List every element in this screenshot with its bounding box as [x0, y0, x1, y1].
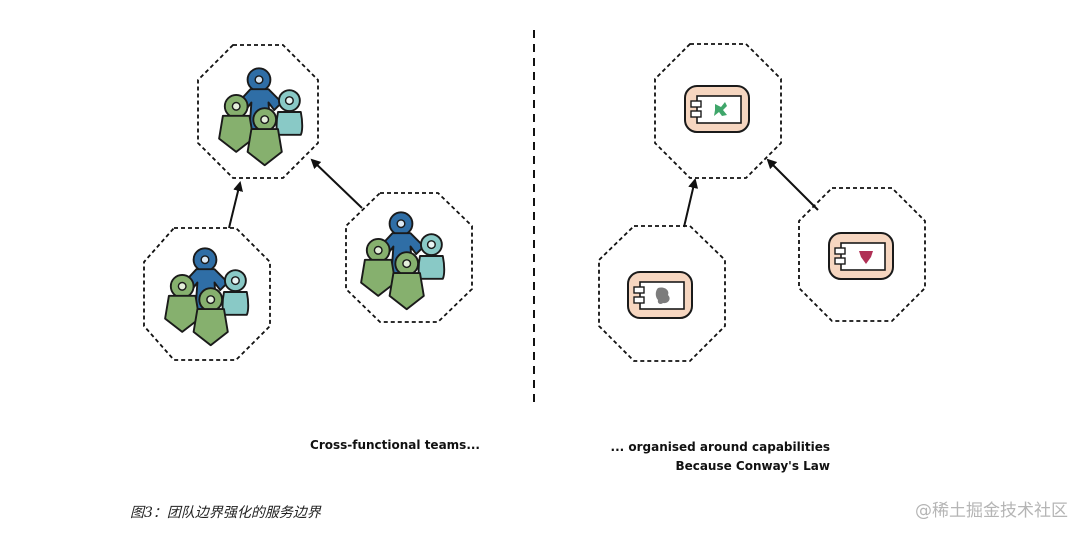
service-gray-shape-icon [655, 287, 670, 304]
team-of-people-icon [164, 247, 250, 347]
service-component-icon [627, 271, 693, 319]
service-octagon-top [654, 43, 782, 179]
arrow-left-bottom-to-top [228, 181, 243, 229]
team-of-people-icon [360, 211, 446, 311]
service-octagon-bottom-left [598, 225, 726, 362]
service-octagon-bottom-right [798, 187, 926, 322]
left-label: Cross-functional teams... [310, 438, 480, 452]
team-of-people-icon [218, 67, 304, 167]
right-label-line2: Because Conway's Law [675, 459, 830, 473]
service-heart-shape-icon [859, 251, 873, 264]
right-label-line1: ... organised around capabilities [610, 440, 830, 454]
figure-caption: 图3：团队边界强化的服务边界 [130, 505, 321, 521]
arrow-service-left-to-top [683, 178, 699, 228]
team-octagon-bottom-left [143, 227, 271, 361]
arrow-service-right-to-top [766, 158, 819, 211]
service-green-shape-icon [714, 102, 727, 116]
service-component-icon [828, 232, 894, 280]
service-component-icon [684, 85, 750, 133]
team-octagon-top [197, 44, 319, 179]
right-label: ... organised around capabilities Becaus… [560, 438, 830, 476]
team-octagon-bottom-right [345, 192, 473, 323]
arrow-right-to-top [310, 158, 363, 209]
watermark: @稀土掘金技术社区 [915, 501, 1068, 521]
